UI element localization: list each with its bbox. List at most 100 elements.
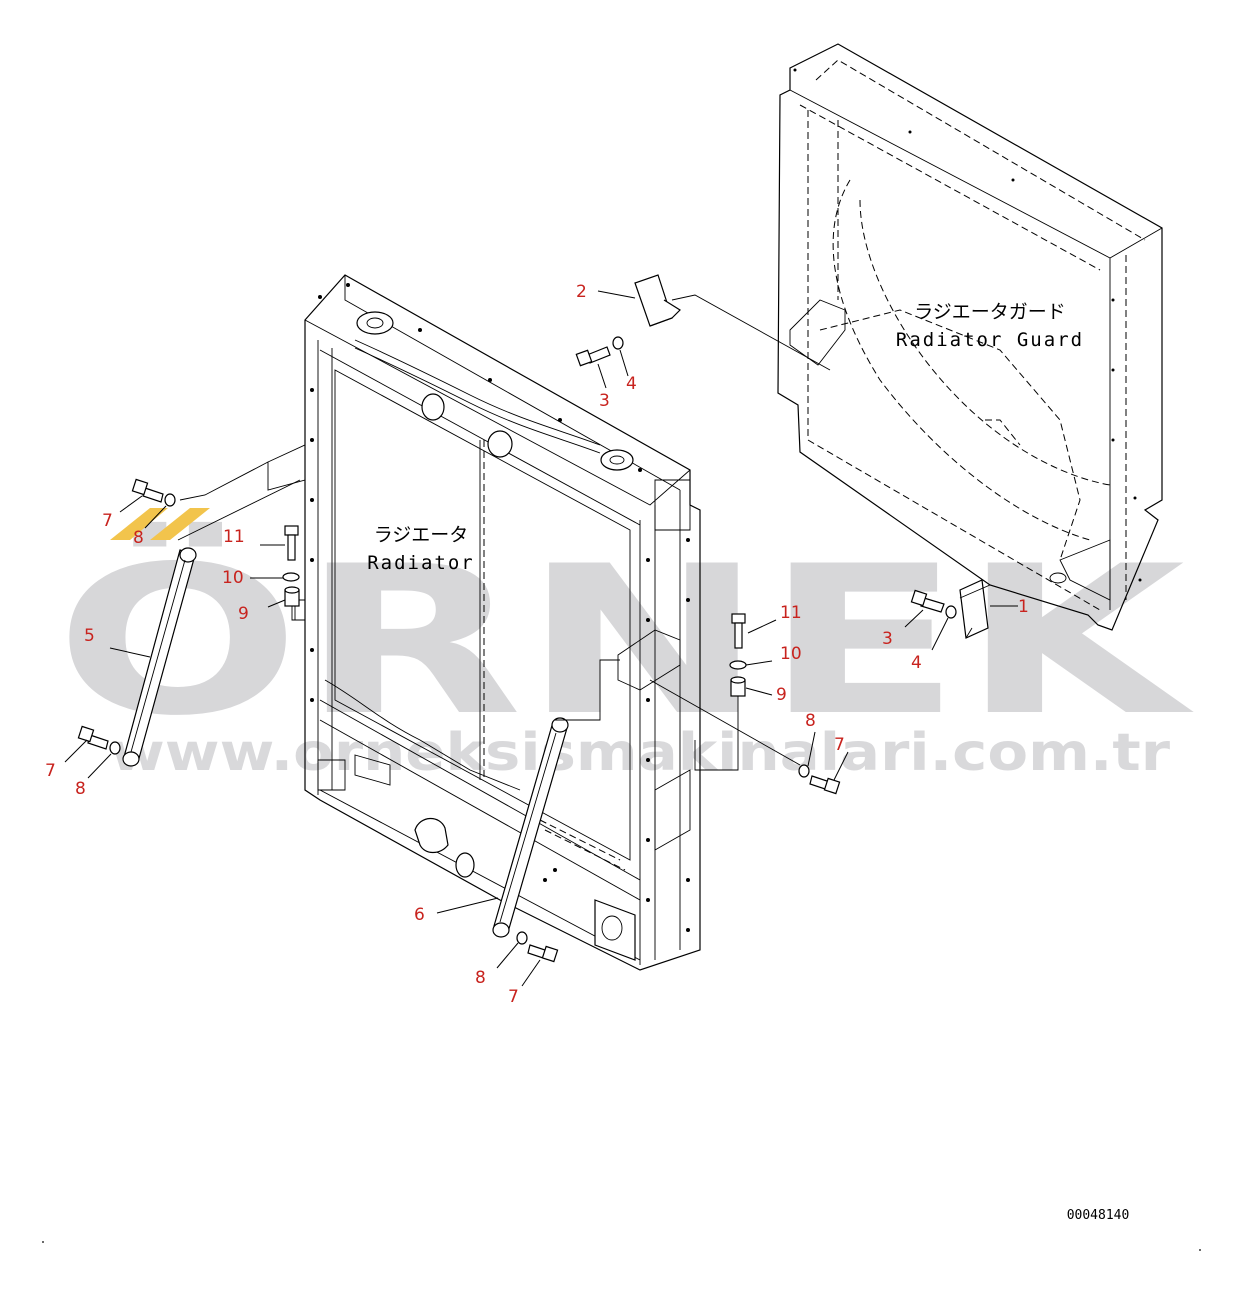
guard-fan-ring — [832, 179, 1091, 541]
radiator-top-tank-edge — [344, 275, 681, 491]
radiator-outlet-flange — [594, 899, 636, 961]
callout-9: 9 — [776, 685, 787, 705]
guard-hidden-line — [815, 59, 1146, 241]
assembly-line — [671, 294, 831, 371]
radiator-filler-cap-inner — [609, 455, 625, 465]
bolt-part-11-right — [731, 613, 746, 649]
guard-outline — [777, 43, 1163, 631]
radiator-filler-cap — [600, 449, 634, 471]
washer-part-4-upper — [612, 336, 624, 350]
guard-right-bracket — [1059, 539, 1111, 601]
drawing-number: 00048140 — [1067, 1208, 1130, 1223]
callout-4: 4 — [626, 374, 637, 394]
radiator-core — [334, 369, 631, 861]
callout-7: 7 — [508, 987, 519, 1007]
radiator-top-pipe — [354, 339, 601, 446]
radiator-outlet-pipe — [414, 817, 449, 854]
guard-hidden-line — [807, 439, 1101, 611]
watermark-accent-mark — [150, 508, 210, 540]
radiator-guard-label-jp: ラジエータガード — [914, 301, 1066, 323]
guard-hole — [1049, 572, 1067, 584]
assembly-lines — [177, 294, 991, 771]
bracket-part-2 — [634, 274, 681, 327]
washer-part-8-c — [798, 764, 810, 778]
callout-11: 11 — [780, 603, 802, 623]
radiator-guard-drawing: ラジエータガード Radiator Guard — [777, 43, 1163, 631]
callout-2: 2 — [576, 282, 587, 302]
radiator-outlet-flange-hole — [601, 915, 623, 941]
callout-7: 7 — [45, 761, 56, 781]
radiator-filler-cap-inner — [366, 317, 384, 329]
bolt-part-3-right — [910, 589, 945, 613]
guard-hidden-line — [799, 104, 1101, 271]
callout-6: 6 — [414, 905, 425, 925]
assembly-line — [959, 584, 991, 599]
radiator-left-lower-bracket — [317, 759, 346, 791]
radiator-bottom-tank-edge — [319, 699, 641, 881]
radiator-top-tank-edge — [304, 319, 691, 506]
assembly-line — [555, 659, 620, 721]
assembly-line — [291, 606, 305, 621]
callout-7: 7 — [834, 735, 845, 755]
radiator-left-lower-bracket — [354, 754, 391, 786]
radiator-inlet-neck — [421, 393, 445, 421]
radiator-right-mount-bracket — [617, 629, 681, 691]
callout-11: 11 — [223, 527, 245, 547]
bolt-part-7-c — [809, 775, 841, 795]
guard-hidden-line — [985, 419, 1021, 446]
callout-1: 1 — [1018, 597, 1029, 617]
callout-7: 7 — [102, 511, 113, 531]
callout-3: 3 — [599, 391, 610, 411]
radiator-inlet-neck — [487, 430, 513, 458]
callout-5: 5 — [84, 626, 95, 646]
callout-8: 8 — [805, 711, 816, 731]
callout-3: 3 — [882, 629, 893, 649]
corner-mark — [42, 1241, 44, 1243]
guard-top-edge — [789, 89, 1163, 259]
callout-8: 8 — [475, 968, 486, 988]
radiator-drawing: ラジエータ Radiator — [267, 274, 701, 971]
radiator-core-hidden — [539, 819, 621, 861]
callouts: 1 2 3 4 3 4 5 6 7 8 7 8 7 8 7 8 9 10 11 … — [45, 282, 1029, 1007]
radiator-lower-hose — [324, 679, 521, 791]
bolt-part-7-d — [527, 944, 559, 963]
watermark-brand: ÖRNEK — [55, 522, 1195, 761]
washer-part-10-left — [282, 572, 300, 582]
washer-part-8-d — [516, 931, 528, 945]
guard-shroud-hidden-arc — [819, 309, 1081, 561]
assembly-line — [177, 479, 301, 541]
bolt-part-11-left — [284, 525, 299, 561]
radiator-frame-outline — [304, 274, 701, 971]
corner-mark — [1199, 1249, 1201, 1251]
callout-9: 9 — [238, 604, 249, 624]
radiator-guard-label-en: Radiator Guard — [896, 329, 1084, 351]
callout-leaders — [64, 290, 1018, 987]
stay-rod-right — [492, 717, 569, 938]
washer-part-8-a — [164, 493, 176, 507]
radiator-label-en: Radiator — [367, 552, 475, 574]
radiator-outlet-pipe-end — [455, 852, 475, 878]
stay-rod-left — [122, 547, 197, 767]
radiator-top-tank-edge — [319, 349, 641, 526]
radiator-label-jp: ラジエータ — [374, 524, 469, 546]
callout-8: 8 — [133, 528, 144, 548]
guard-fan-ring — [859, 199, 1111, 486]
washer-part-4-right — [945, 605, 957, 619]
callout-10: 10 — [222, 568, 244, 588]
bolt-part-3-upper — [575, 346, 611, 367]
radiator-left-upper-bracket — [267, 444, 306, 491]
radiator-bottom-tank-edge — [319, 789, 641, 961]
radiator-right-lower-bracket — [654, 769, 691, 851]
guard-rivets — [793, 68, 1142, 582]
bushing-part-9-right — [730, 676, 746, 697]
watermark: ÖRNEK www.orneksismakinalari.com.tr — [55, 508, 1195, 783]
bolt-part-7-b — [77, 725, 109, 750]
watermark-accent-mark — [110, 508, 168, 540]
radiator-filler-cap — [356, 311, 394, 335]
bushing-part-9-left — [284, 586, 300, 607]
washer-part-10-right — [729, 660, 747, 670]
washer-part-8-b — [109, 741, 121, 755]
callout-8: 8 — [75, 779, 86, 799]
callout-10: 10 — [780, 644, 802, 664]
